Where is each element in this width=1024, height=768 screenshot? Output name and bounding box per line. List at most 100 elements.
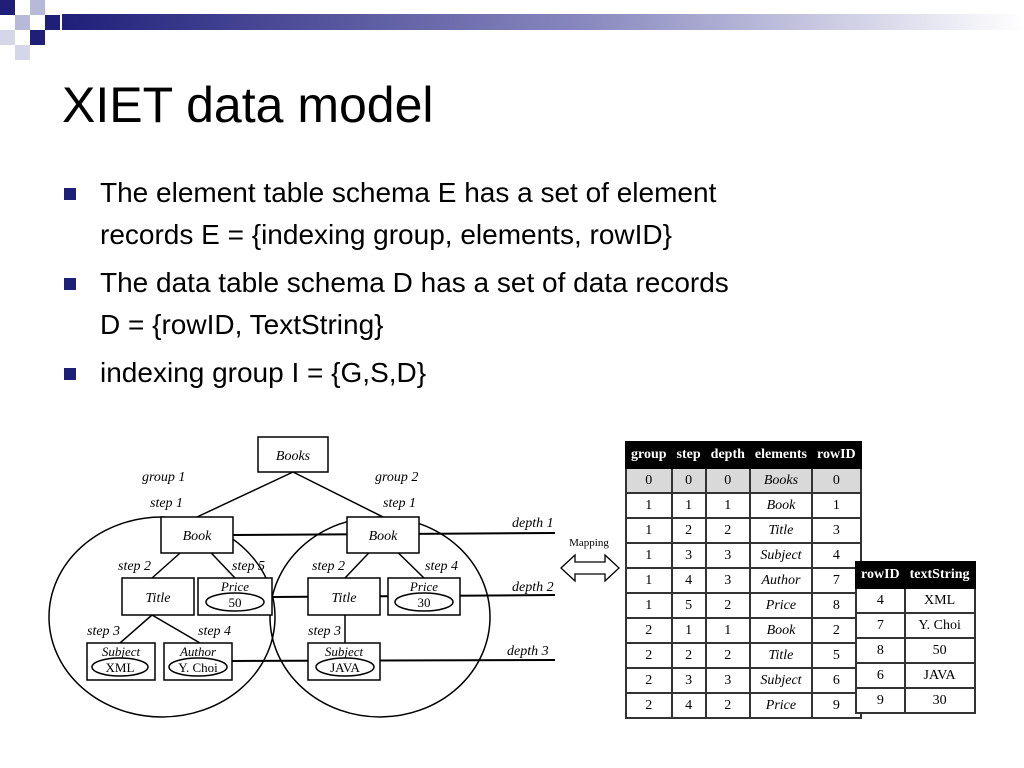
table-cell: 1: [625, 567, 673, 594]
value-xml: XML: [106, 660, 135, 675]
label-author-left: Author: [179, 644, 217, 659]
label-book-left: Book: [183, 529, 213, 544]
column-header: textString: [903, 561, 976, 589]
table-cell: 4: [670, 567, 707, 594]
table-cell: 2: [625, 667, 673, 694]
column-header: elements: [748, 441, 814, 469]
node-book-left: [160, 516, 234, 554]
table-cell: 0: [625, 467, 673, 494]
node-title-right: [307, 577, 381, 616]
column-header: depth: [704, 441, 751, 469]
table-cell: 7: [811, 567, 862, 594]
label-books: Books: [276, 449, 311, 464]
value-ychoi: Y. Choi: [178, 660, 218, 675]
label-depth3: depth 3: [507, 644, 549, 659]
label-title-right: Title: [332, 591, 357, 606]
table-cell: 1: [704, 492, 751, 519]
table-cell: 2: [704, 642, 751, 669]
column-header: group: [625, 441, 673, 469]
bullet-line: The element table schema E has a set of …: [100, 177, 717, 208]
table-cell: 8: [855, 637, 906, 664]
bullet-square-icon: [64, 188, 76, 200]
table-cell: 0: [811, 467, 862, 494]
table-cell: 30: [903, 687, 976, 714]
label-step3-right: step 3: [308, 624, 341, 639]
table-cell: Title: [748, 517, 814, 544]
table-cell: 4: [670, 692, 707, 719]
xml-tree-diagram: Books Book Book Title Price 50 Title Pri…: [48, 436, 556, 718]
table-cell: 2: [704, 692, 751, 719]
table-cell: Price: [748, 692, 814, 719]
table-cell: 3: [811, 517, 862, 544]
value-java: JAVA: [330, 660, 360, 675]
column-header: rowID: [855, 561, 906, 589]
label-subject-left: Subject: [102, 644, 141, 659]
table-cell: 9: [855, 687, 906, 714]
value-50: 50: [229, 595, 242, 610]
table-cell: 3: [704, 542, 751, 569]
table-cell: 2: [811, 617, 862, 644]
table-cell: 1: [811, 492, 862, 519]
data-table-header: rowID textString: [855, 561, 976, 589]
bullet-text: The element table schema E has a set of …: [100, 172, 962, 256]
label-step4-right: step 4: [425, 559, 458, 574]
table-cell: Title: [748, 642, 814, 669]
header-decoration: [0, 0, 1024, 60]
table-cell: 2: [704, 517, 751, 544]
value-oval-xml: [91, 657, 149, 677]
bullet-text: indexing group I = {G,S,D}: [100, 352, 962, 394]
table-cell: 2: [625, 617, 673, 644]
label-step2-right: step 2: [312, 559, 345, 574]
label-title-left: Title: [146, 591, 171, 606]
table-cell: XML: [903, 587, 976, 614]
bullet-square-icon: [64, 278, 76, 290]
bullet-item: indexing group I = {G,S,D}: [62, 352, 962, 394]
bullet-line: records E = {indexing group, elements, r…: [100, 219, 672, 250]
table-cell: 5: [670, 592, 707, 619]
label-price-left: Price: [220, 579, 249, 594]
table-cell: 4: [811, 542, 862, 569]
label-depth2: depth 2: [512, 580, 554, 595]
table-cell: JAVA: [903, 662, 976, 689]
label-step1-left: step 1: [150, 496, 183, 511]
label-price-right: Price: [409, 579, 438, 594]
node-title-left: [121, 577, 195, 616]
slide-title: XIET data model: [62, 77, 434, 133]
node-book-right: [346, 516, 420, 554]
table-cell: 0: [670, 467, 707, 494]
table-cell: 0: [704, 467, 751, 494]
table-cell: 2: [625, 642, 673, 669]
table-cell: 2: [704, 592, 751, 619]
bullet-line: D = {rowID, TextString}: [100, 309, 384, 340]
table-cell: 50: [903, 637, 976, 664]
label-mapping: Mapping: [569, 537, 609, 549]
table-cell: Book: [748, 492, 814, 519]
table-cell: 1: [625, 542, 673, 569]
label-step4-left: step 4: [198, 624, 231, 639]
table-cell: 1: [625, 492, 673, 519]
table-cell: 6: [855, 662, 906, 689]
table-cell: 8: [811, 592, 862, 619]
double-arrow-icon: [560, 553, 620, 583]
bullet-item: The data table schema D has a set of dat…: [62, 262, 962, 346]
table-cell: Book: [748, 617, 814, 644]
value-oval-50: [205, 592, 265, 612]
bullet-item: The element table schema E has a set of …: [62, 172, 962, 256]
bullet-text: The data table schema D has a set of dat…: [100, 262, 962, 346]
table-cell: 4: [855, 587, 906, 614]
column-header: step: [670, 441, 707, 469]
bullet-list: The element table schema E has a set of …: [62, 172, 962, 400]
